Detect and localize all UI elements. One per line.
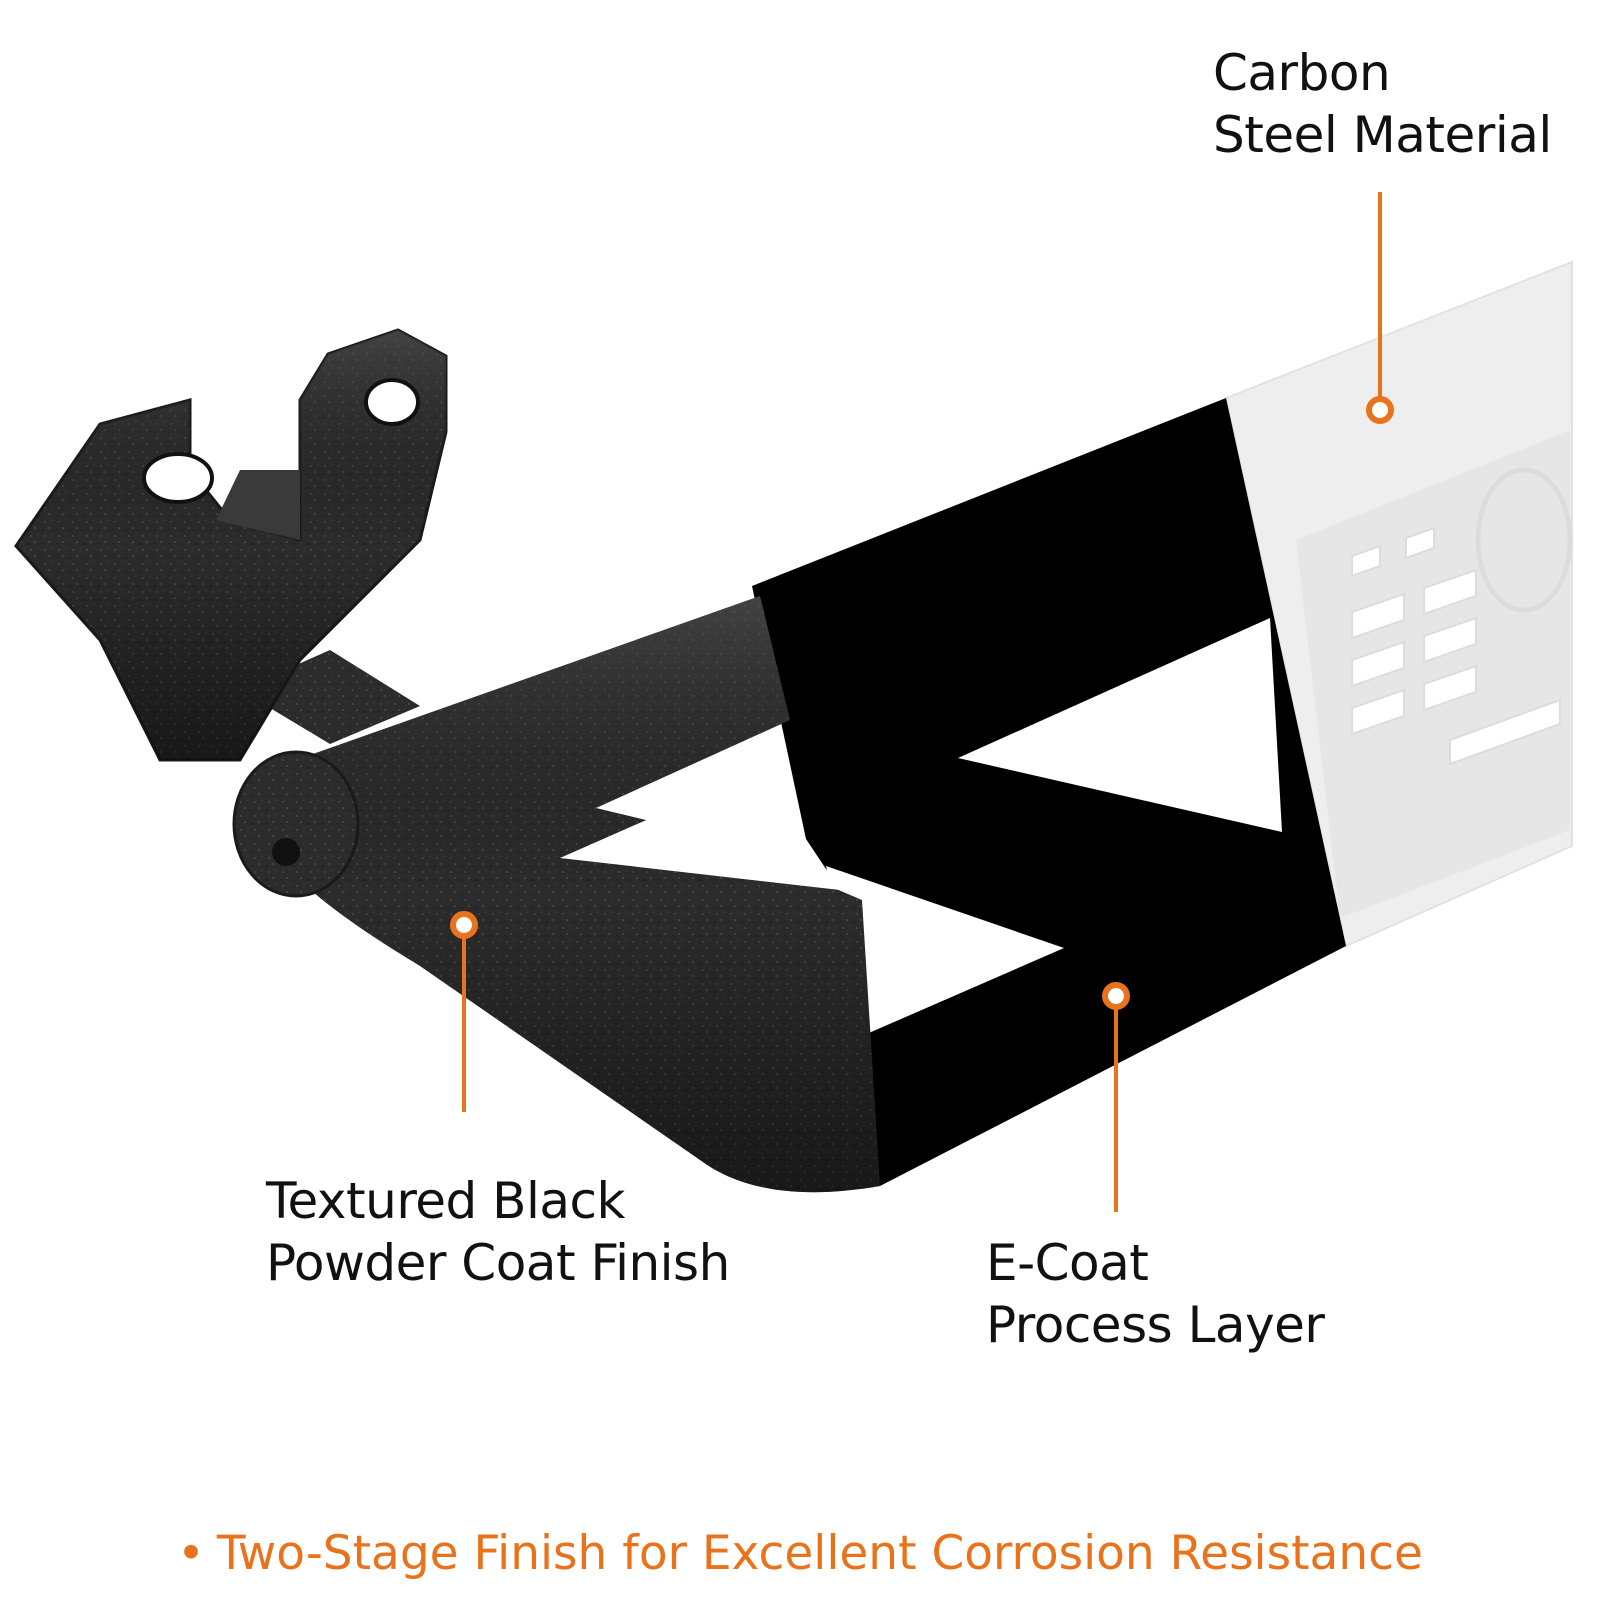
callout-powder-coat (450, 911, 478, 1112)
footer-text: Two-Stage Finish for Excellent Corrosion… (216, 1526, 1423, 1581)
callout-carbon-steel (1366, 192, 1394, 424)
callout-e-coat (1102, 982, 1130, 1212)
footer-caption: •Two-Stage Finish for Excellent Corrosio… (0, 1524, 1600, 1584)
carbon-steel-label-line-1: Carbon (1213, 44, 1391, 102)
powder-coat-section (14, 328, 880, 1193)
e-coat-label-line-1: E-Coat (986, 1234, 1149, 1292)
carbon-steel-label: Carbon Steel Material (1213, 42, 1552, 166)
carbon-steel-marker (1366, 396, 1394, 424)
e-coat-marker (1102, 982, 1130, 1010)
footer-bullet-icon: • (177, 1526, 205, 1581)
powder-coat-marker (450, 911, 478, 939)
raw-steel-section (1224, 260, 1573, 948)
ecoat-section (752, 398, 1346, 1186)
powder-coat-label-line-2: Powder Coat Finish (266, 1234, 730, 1292)
e-coat-label-line-2: Process Layer (986, 1296, 1325, 1354)
powder-coat-label: Textured Black Powder Coat Finish (266, 1170, 730, 1294)
e-coat-label: E-Coat Process Layer (986, 1232, 1325, 1356)
powder-coat-label-line-1: Textured Black (266, 1172, 625, 1230)
carbon-steel-label-line-2: Steel Material (1213, 106, 1552, 164)
